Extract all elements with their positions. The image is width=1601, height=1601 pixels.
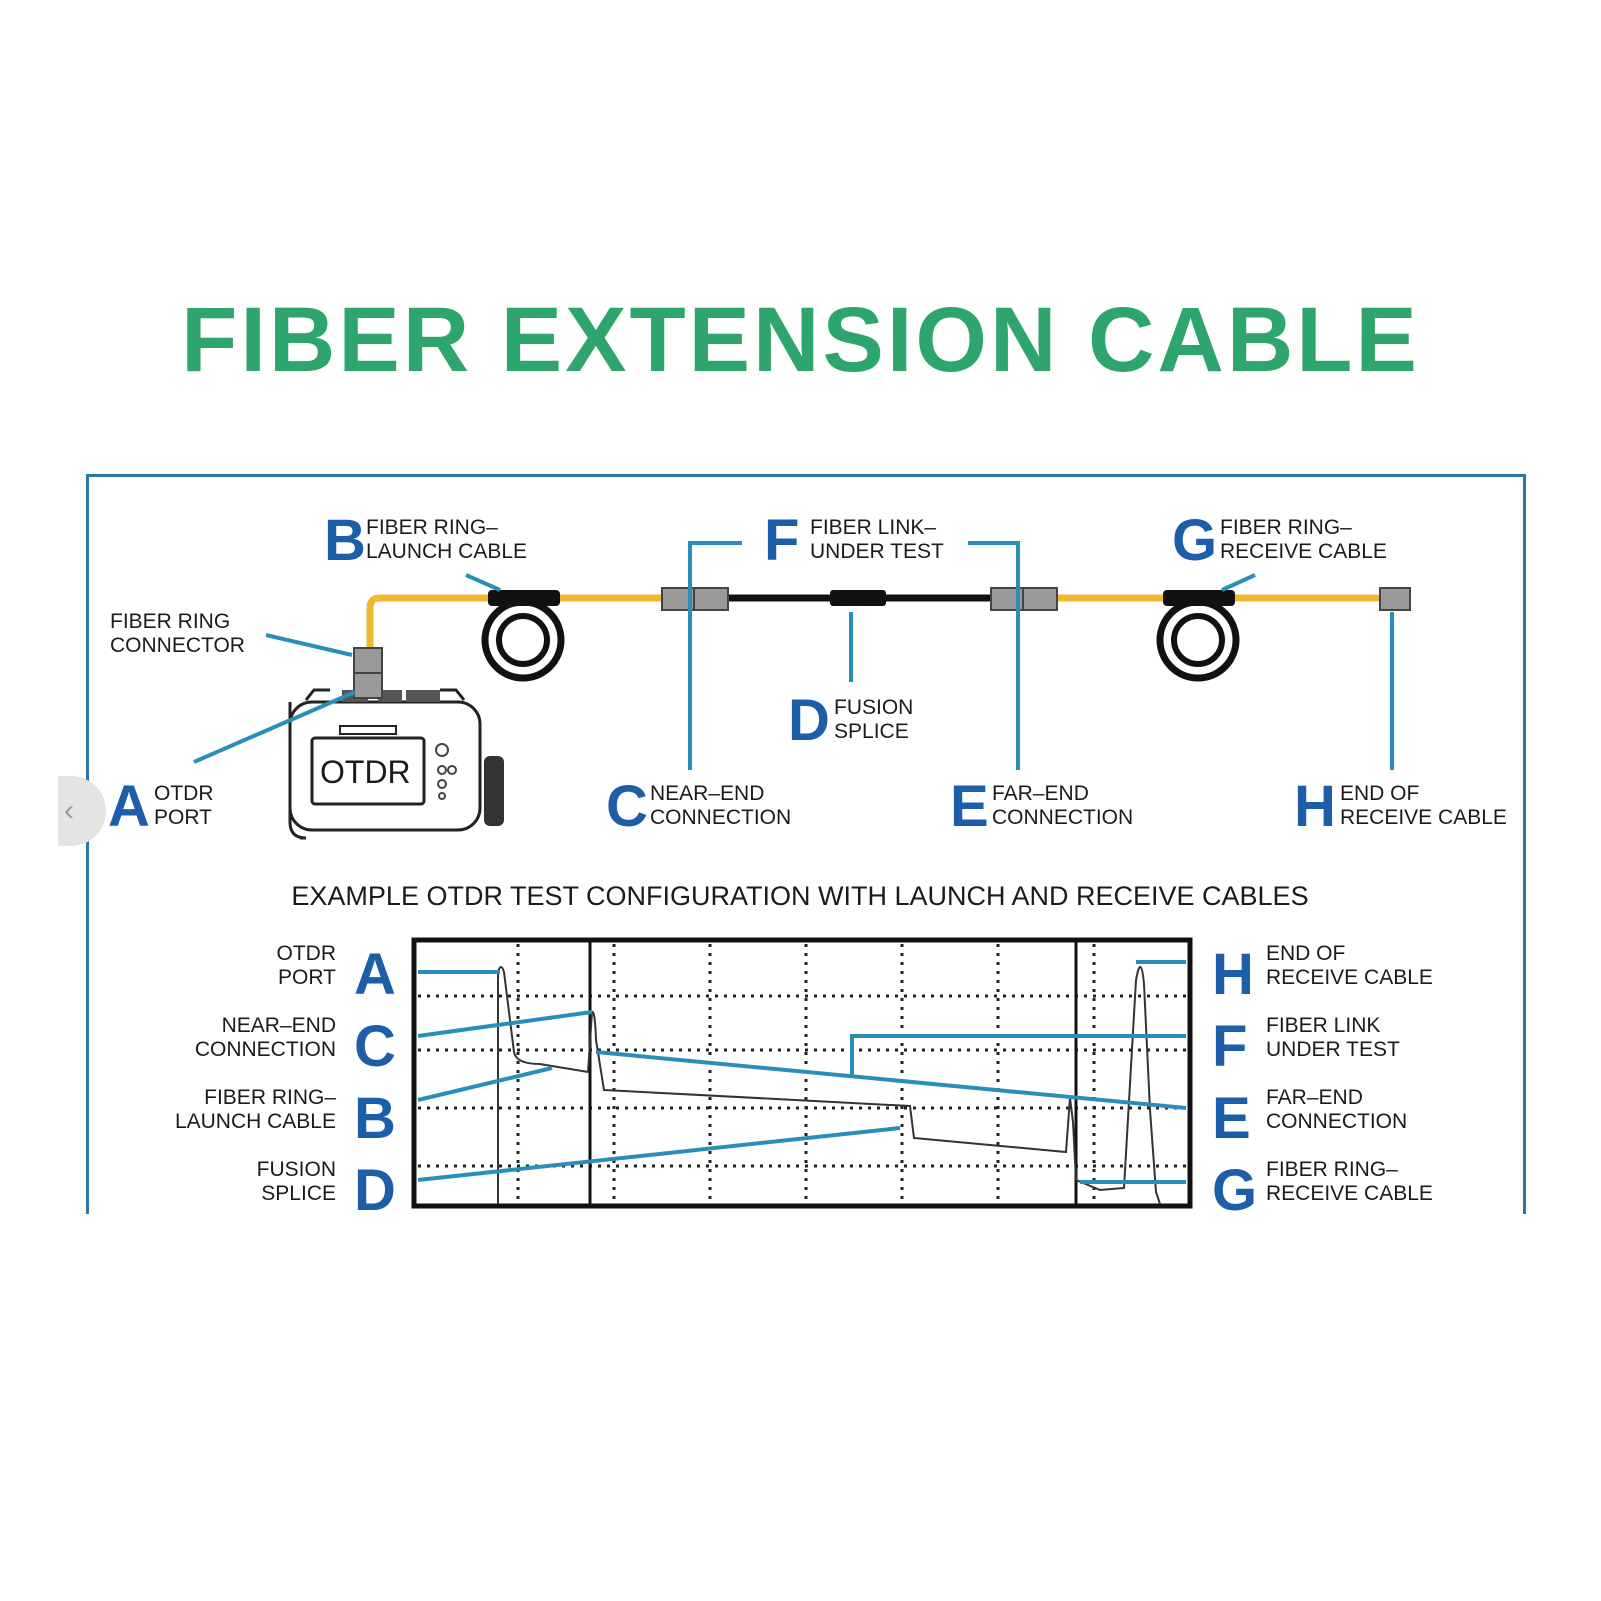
svg-text:RECEIVE CABLE: RECEIVE CABLE [1340,806,1507,829]
svg-text:UNDER TEST: UNDER TEST [810,540,944,563]
svg-text:CONNECTION: CONNECTION [195,1038,336,1061]
svg-text:FIBER LINK–: FIBER LINK– [810,516,936,539]
svg-text:END OF: END OF [1266,942,1345,965]
diagram-caption: EXAMPLE OTDR TEST CONFIGURATION WITH LAU… [291,881,1308,911]
legend-right-f: F FIBER LINK UNDER TEST [1212,1014,1400,1079]
svg-text:FAR–END: FAR–END [1266,1086,1363,1109]
svg-text:END OF: END OF [1340,782,1419,805]
callout-h-top: H END OF RECEIVE CABLE [1294,774,1507,839]
legend-right-g: G FIBER RING– RECEIVE CABLE [1212,1158,1433,1223]
svg-text:FUSION: FUSION [834,696,913,719]
otdr-screen-label: OTDR [320,754,411,790]
svg-text:OTDR: OTDR [277,942,337,965]
top-leader-lines [193,541,1394,770]
svg-text:B: B [354,1086,396,1151]
fusion-splice-sleeve [830,590,886,606]
receive-end-connector [1379,587,1411,611]
callout-c-top: C NEAR–END CONNECTION [606,774,791,839]
legend-left-b: FIBER RING– LAUNCH CABLE B [175,1086,396,1151]
svg-text:FAR–END: FAR–END [992,782,1089,805]
svg-text:G: G [1212,1158,1257,1223]
svg-text:A: A [108,774,150,839]
svg-text:RECEIVE CABLE: RECEIVE CABLE [1266,1182,1433,1205]
svg-text:F: F [764,508,799,573]
svg-text:LAUNCH CABLE: LAUNCH CABLE [366,540,527,563]
otdr-device: OTDR [288,647,504,840]
far-end-connector [990,587,1058,611]
near-end-connector [661,587,729,611]
svg-text:PORT: PORT [154,806,212,829]
svg-text:FIBER RING–: FIBER RING– [1220,516,1352,539]
svg-text:H: H [1212,942,1254,1007]
svg-text:UNDER TEST: UNDER TEST [1266,1038,1400,1061]
svg-text:CONNECTOR: CONNECTOR [110,634,245,657]
svg-text:PORT: PORT [278,966,336,989]
svg-text:FIBER RING–: FIBER RING– [204,1086,336,1109]
svg-text:CONNECTION: CONNECTION [650,806,791,829]
callout-a-top: A OTDR PORT [108,774,214,839]
callout-d-top: D FUSION SPLICE [788,688,913,753]
page-title: FIBER EXTENSION CABLE [181,289,1420,391]
svg-text:E: E [950,774,989,839]
svg-text:LAUNCH CABLE: LAUNCH CABLE [175,1110,336,1133]
svg-text:RECEIVE CABLE: RECEIVE CABLE [1266,966,1433,989]
legend-left-a: OTDR PORT A [277,942,396,1007]
callout-e-top: E FAR–END CONNECTION [950,774,1133,839]
svg-text:NEAR–END: NEAR–END [650,782,764,805]
legend-right-h: H END OF RECEIVE CABLE [1212,942,1433,1007]
svg-text:SPLICE: SPLICE [834,720,909,743]
svg-text:FIBER LINK: FIBER LINK [1266,1014,1380,1037]
receive-cable-coil [1156,590,1240,682]
diagram-frame [86,474,1526,1214]
svg-text:D: D [354,1158,396,1223]
callout-f-top: F FIBER LINK– UNDER TEST [764,508,944,573]
callout-b-top: B FIBER RING– LAUNCH CABLE [324,508,527,573]
legend-right-e: E FAR–END CONNECTION [1212,1086,1407,1151]
svg-text:CONNECTION: CONNECTION [992,806,1133,829]
svg-text:C: C [354,1014,396,1079]
otdr-trace-panel [411,937,1193,1209]
svg-text:A: A [354,942,396,1007]
svg-text:C: C [606,774,648,839]
svg-text:H: H [1294,774,1336,839]
svg-text:B: B [324,508,366,573]
svg-text:E: E [1212,1086,1251,1151]
svg-text:D: D [788,688,830,753]
legend-left-c: NEAR–END CONNECTION C [195,1014,396,1079]
svg-text:FIBER RING–: FIBER RING– [366,516,498,539]
callout-fiber-ring-connector: FIBER RING CONNECTOR [110,610,245,657]
svg-text:F: F [1212,1014,1247,1079]
svg-text:FUSION: FUSION [257,1158,336,1181]
callout-g-top: G FIBER RING– RECEIVE CABLE [1172,508,1387,573]
svg-text:RECEIVE CABLE: RECEIVE CABLE [1220,540,1387,563]
svg-text:SPLICE: SPLICE [261,1182,336,1205]
legend-left-d: FUSION SPLICE D [257,1158,396,1223]
svg-text:NEAR–END: NEAR–END [222,1014,336,1037]
svg-text:OTDR: OTDR [154,782,214,805]
svg-text:G: G [1172,508,1217,573]
svg-text:FIBER RING–: FIBER RING– [1266,1158,1398,1181]
launch-cable-coil [481,590,565,682]
svg-text:FIBER RING: FIBER RING [110,610,230,633]
svg-text:CONNECTION: CONNECTION [1266,1110,1407,1133]
